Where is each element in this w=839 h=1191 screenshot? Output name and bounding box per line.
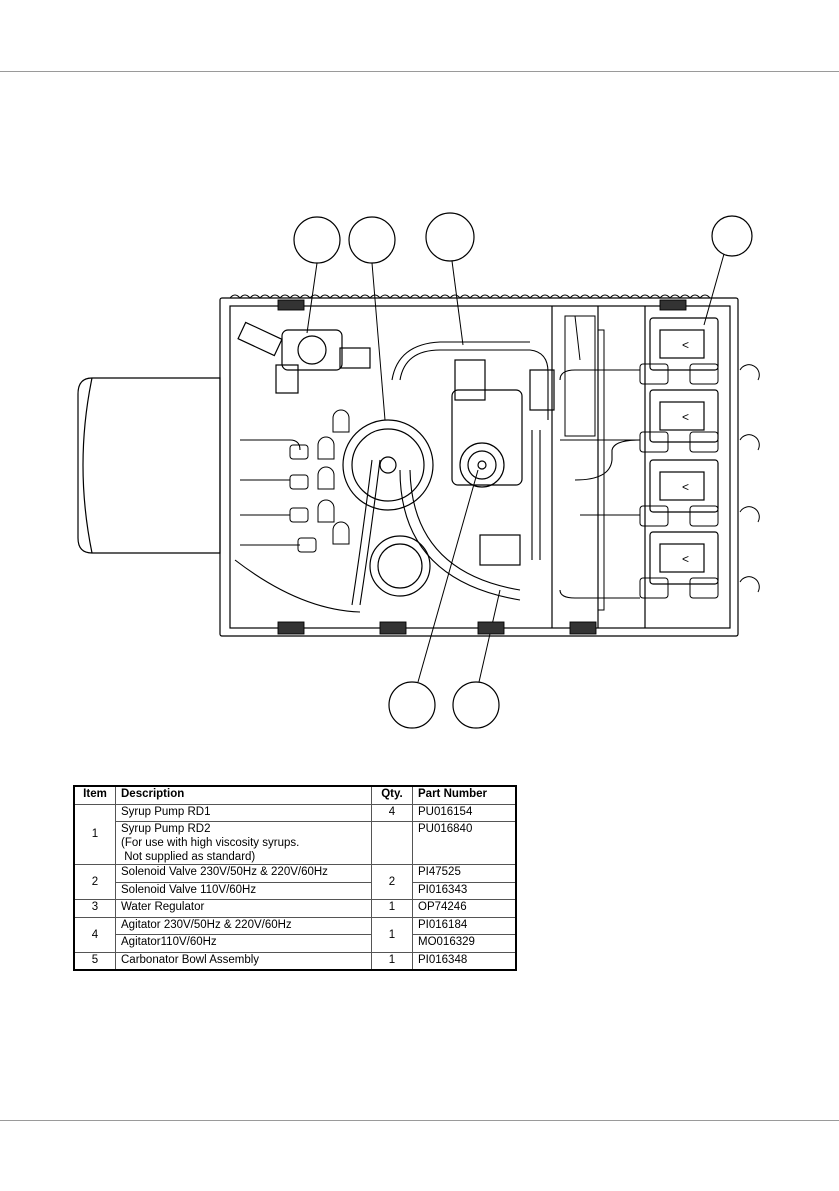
cell-description: Syrup Pump RD1 <box>115 803 372 822</box>
cell-description: Syrup Pump RD2 (For use with high viscos… <box>115 821 372 865</box>
header-item: Item <box>73 785 116 805</box>
parts-table: Item Description Qty. Part Number 1 Syru… <box>73 785 517 971</box>
agitator <box>342 419 434 597</box>
cell-part-number: PU016154 <box>412 803 517 822</box>
callout-circle <box>293 216 341 264</box>
cell-item: 3 <box>73 899 116 918</box>
svg-text:<: < <box>682 410 689 424</box>
cell-item: 2 <box>73 864 116 900</box>
description-line: Syrup Pump RD2 <box>121 823 211 835</box>
table-header-row: Item Description Qty. Part Number <box>73 785 517 805</box>
header-qty: Qty. <box>371 785 413 805</box>
cell-qty: 1 <box>371 951 413 971</box>
description-line: (For use with high viscosity syrups. <box>121 837 300 849</box>
callout-circle <box>425 212 475 262</box>
cell-qty: 4 <box>371 803 413 822</box>
svg-text:<: < <box>682 552 689 566</box>
fittings-left <box>289 409 350 553</box>
table-row: Syrup Pump RD2 (For use with high viscos… <box>74 821 517 865</box>
table-row: 1 Syrup Pump RD1 4 PU016154 <box>73 803 517 865</box>
cell-item: 4 <box>73 916 116 953</box>
header-part-number: Part Number <box>412 785 517 805</box>
description-line: Not supplied as standard) <box>121 851 256 863</box>
callout-circle <box>452 681 500 729</box>
table-row: 3 Water Regulator 1 OP74246 <box>73 899 517 918</box>
tubing <box>234 341 641 613</box>
carbonator-drum <box>77 377 221 554</box>
header-description: Description <box>115 785 372 805</box>
cell-qty <box>371 821 413 865</box>
cell-description: Water Regulator <box>115 899 372 918</box>
table-row: Solenoid Valve 110V/60Hz PI016343 <box>74 881 517 900</box>
machine-diagram: < < < < <box>77 212 760 729</box>
cell-item: 1 <box>73 803 116 865</box>
cell-description: Solenoid Valve 110V/60Hz <box>115 881 372 900</box>
callout-circle <box>711 215 753 257</box>
upper-fixtures <box>564 315 605 611</box>
cell-part-number: PI47525 <box>412 864 517 883</box>
cell-item: 5 <box>73 951 116 971</box>
footer-rule <box>0 1120 839 1121</box>
cell-qty: 2 <box>371 864 413 900</box>
cell-part-number: PU016840 <box>412 821 517 865</box>
cell-description: Agitator110V/60Hz <box>115 934 372 953</box>
table-row: Agitator110V/60Hz MO016329 <box>74 934 517 953</box>
svg-text:<: < <box>682 480 689 494</box>
water-regulator <box>237 321 371 394</box>
callout-circle <box>388 681 436 729</box>
syrup-pumps: < < < < <box>649 317 719 585</box>
cell-part-number: MO016329 <box>412 934 517 953</box>
table-row: 5 Carbonator Bowl Assembly 1 PI016348 <box>73 951 517 971</box>
cell-description: Carbonator Bowl Assembly <box>115 951 372 971</box>
cell-qty: 1 <box>371 899 413 918</box>
cell-description: Solenoid Valve 230V/50Hz & 220V/60Hz <box>115 864 372 883</box>
table-row: 4 Agitator 230V/50Hz & 220V/60Hz 1 PI016… <box>73 916 517 953</box>
pump-fittings <box>639 363 760 599</box>
cell-part-number: PI016184 <box>412 916 517 935</box>
callout-circle <box>348 216 396 264</box>
header-rule <box>0 71 839 72</box>
svg-text:<: < <box>682 338 689 352</box>
leader-lines <box>306 253 725 683</box>
rail-bumps <box>229 294 711 635</box>
table-row: 2 Solenoid Valve 230V/50Hz & 220V/60Hz 2… <box>73 864 517 900</box>
solenoid-valve <box>451 359 555 566</box>
cell-part-number: PI016343 <box>412 881 517 900</box>
callout-circles <box>293 212 753 729</box>
cell-qty: 1 <box>371 916 413 953</box>
cell-part-number: OP74246 <box>412 899 517 918</box>
cell-part-number: PI016348 <box>412 951 517 971</box>
cell-description: Agitator 230V/50Hz & 220V/60Hz <box>115 916 372 935</box>
